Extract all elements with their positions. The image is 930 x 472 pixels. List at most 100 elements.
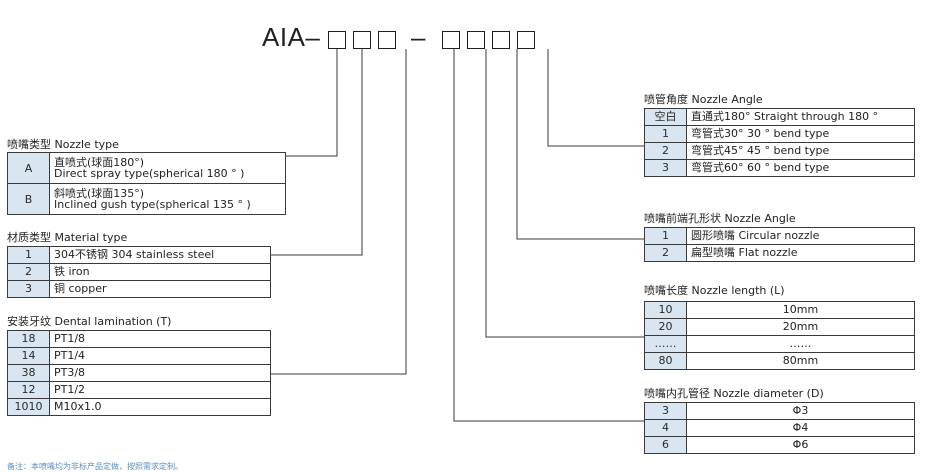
- material-desc: 304不锈钢 304 stainless steel: [49, 246, 271, 264]
- thread-desc: M10x1.0: [49, 398, 271, 416]
- length-desc: 80mm: [686, 352, 915, 370]
- connector-nozzle-diameter: [453, 49, 644, 422]
- thread-code: 12: [7, 381, 50, 399]
- thread-code: 38: [7, 364, 50, 382]
- code-box-nozzle-length: [467, 31, 485, 49]
- hole-shape-code: 1: [644, 227, 687, 245]
- hole-shape-desc: 扁型喷嘴 Flat nozzle: [686, 244, 915, 262]
- table-row: …………: [644, 335, 915, 353]
- angle-code: 2: [644, 142, 687, 160]
- length-desc: ……: [686, 335, 915, 353]
- thread-desc: PT3/8: [49, 364, 271, 382]
- hole-shape-desc: 圆形喷嘴 Circular nozzle: [686, 227, 915, 245]
- diameter-desc: Φ4: [686, 419, 915, 437]
- hole-shape-code: 2: [644, 244, 687, 262]
- table-row: B 斜喷式(球面135°) Inclined gush type(spheric…: [7, 183, 286, 215]
- length-desc: 10mm: [686, 301, 915, 319]
- nozzle-type-desc: 斜喷式(球面135°) Inclined gush type(spherical…: [49, 183, 286, 215]
- code-box-dental-lamination: [378, 31, 396, 49]
- material-type-title: 材质类型 Material type: [7, 231, 128, 244]
- table-row: 空白直通式180° Straight through 180 °: [644, 108, 915, 126]
- angle-code: 空白: [644, 108, 687, 126]
- material-desc: 铜 copper: [49, 280, 271, 298]
- dental-lamination-title: 安装牙纹 Dental lamination (T): [7, 315, 172, 328]
- nozzle-diameter-title: 喷嘴内孔管径 Nozzle diameter (D): [644, 387, 824, 400]
- nozzle-length-title: 喷嘴长度 Nozzle length (L): [644, 284, 785, 297]
- thread-code: 1010: [7, 398, 50, 416]
- diameter-code: 4: [644, 419, 687, 437]
- connector-dental-lamination: [270, 49, 407, 375]
- thread-desc: PT1/8: [49, 330, 271, 348]
- nozzle-type-table: A 直喷式(球面180°) Direct spray type(spherica…: [7, 152, 286, 215]
- diameter-desc: Φ6: [686, 436, 915, 454]
- angle-desc: 直通式180° Straight through 180 °: [686, 108, 915, 126]
- material-desc: 铁 iron: [49, 263, 271, 281]
- nozzle-type-desc: 直喷式(球面180°) Direct spray type(spherical …: [49, 152, 286, 184]
- thread-code: 14: [7, 347, 50, 365]
- angle-code: 1: [644, 125, 687, 143]
- nozzle-type-title: 喷嘴类型 Nozzle type: [7, 138, 119, 151]
- code-box-front-hole-shape: [492, 31, 510, 49]
- footnote: 备注：本喷嘴均为非标产品定做，按照需求定制。: [7, 462, 183, 471]
- connector-front-hole-shape: [516, 49, 644, 240]
- thread-desc: PT1/2: [49, 381, 271, 399]
- diameter-code: 6: [644, 436, 687, 454]
- connector-nozzle-length: [485, 49, 644, 338]
- nozzle-angle-title: 喷管角度 Nozzle Angle: [644, 93, 763, 106]
- length-code: ……: [644, 335, 687, 353]
- code-box-nozzle-angle: [517, 31, 535, 49]
- angle-desc: 弯管式45° 45 ° bend type: [686, 142, 915, 160]
- code-box-nozzle-diameter: [442, 31, 460, 49]
- connector-material: [270, 49, 363, 256]
- code-box-material: [353, 31, 371, 49]
- connector-nozzle-angle: [547, 49, 644, 147]
- model-code-separator: –: [411, 22, 426, 52]
- length-desc: 20mm: [686, 318, 915, 336]
- length-code: 10: [644, 301, 687, 319]
- thread-desc: PT1/4: [49, 347, 271, 365]
- material-code: 2: [7, 263, 50, 281]
- nozzle-type-code: A: [7, 152, 50, 184]
- nozzle-type-code: B: [7, 183, 50, 215]
- diameter-desc: Φ3: [686, 402, 915, 420]
- connector-nozzle-type: [285, 49, 338, 157]
- table-row: A 直喷式(球面180°) Direct spray type(spherica…: [7, 152, 286, 184]
- diameter-code: 3: [644, 402, 687, 420]
- length-code: 20: [644, 318, 687, 336]
- length-code: 80: [644, 352, 687, 370]
- angle-desc: 弯管式30° 30 ° bend type: [686, 125, 915, 143]
- angle-desc: 弯管式60° 60 ° bend type: [686, 159, 915, 177]
- model-code-prefix: AIA–: [262, 22, 321, 52]
- thread-code: 18: [7, 330, 50, 348]
- code-box-nozzle-type: [328, 31, 346, 49]
- material-code: 1: [7, 246, 50, 264]
- material-code: 3: [7, 280, 50, 298]
- front-hole-shape-title: 喷嘴前端孔形状 Nozzle Angle: [644, 212, 796, 225]
